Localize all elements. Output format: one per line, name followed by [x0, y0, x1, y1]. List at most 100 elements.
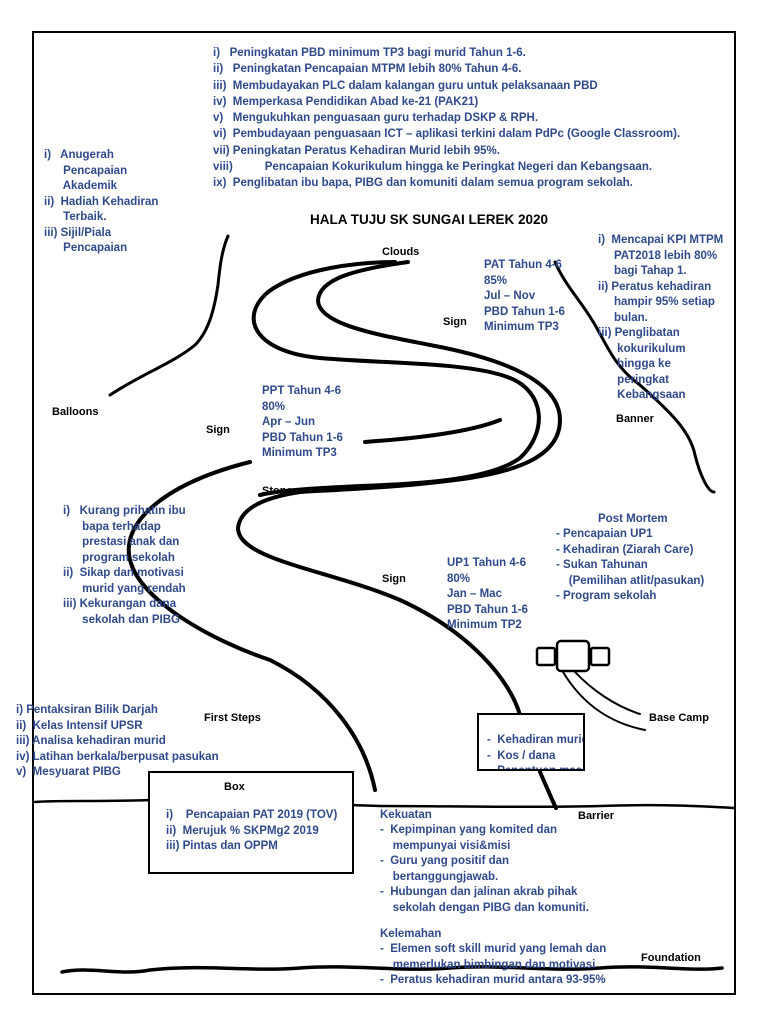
goals-line: vii) Peningkatan Peratus Kehadiran Murid…	[213, 144, 500, 157]
post-mortem-title: Post Mortem	[598, 513, 668, 525]
stones-list: i) Kurang prihatin ibu bapa terhadap pre…	[63, 504, 186, 628]
base-camp-pointer-1	[562, 671, 646, 731]
sign-top-text-line: PBD Tahun 1-6	[484, 305, 565, 318]
banner-text-line: ii) Peratus kehadiran	[598, 280, 712, 293]
stones-text-line: bapa terhadap	[63, 520, 161, 533]
kekuatan-items-line: - Hubungan dan jalinan akrab pihak	[380, 886, 578, 898]
goals-line: iv) Memperkasa Pendidikan Abad ke-21 (PA…	[213, 95, 479, 108]
balloons-text-line: Terbaik.	[44, 211, 107, 223]
banner-text-line: bulan.	[598, 311, 648, 324]
label-balloons: Balloons	[52, 406, 99, 418]
river-outer-bank	[251, 260, 541, 497]
box-text-line: iii) Pintas dan OPPM	[166, 840, 278, 852]
base-camp-pointer-2	[574, 671, 641, 715]
label-stones: Stones	[262, 485, 299, 497]
sign-top-text-line: 85%	[484, 274, 508, 287]
banner-text-line: hampir 95% setiap	[598, 296, 715, 308]
stones-text-line: program sekolah	[63, 551, 175, 564]
label-first-steps: First Steps	[204, 712, 261, 724]
sign-middle-text-line: Minimum TP3	[262, 447, 337, 459]
sign-bottom-text-line: 80%	[447, 572, 471, 585]
banner-text-line: Kebangsaan	[598, 389, 686, 401]
stones-text-line: murid yang rendah	[63, 582, 186, 595]
kelemahan-items-line: - Elemen soft skill murid yang lemah dan	[380, 943, 607, 955]
base-camp-list: - Kehadiran murid- Kos / dana- Penentuan…	[487, 733, 585, 769]
label-sign-bottom: Sign	[382, 573, 406, 585]
banner-text-line: i) Mencapai KPI MTPM	[598, 234, 724, 246]
sign-middle-text-line: PPT Tahun 4-6	[262, 385, 342, 397]
box-list: i) Pencapaian PAT 2019 (TOV) ii) Merujuk …	[166, 808, 337, 855]
box-container: Box i) Pencapaian PAT 2019 (TOV) ii) Meru…	[148, 771, 354, 874]
first-steps-text-line: v) Mesyuarat PIBG	[16, 766, 121, 778]
kekuatan-items-line: - Kepimpinan yang komited dan	[380, 824, 557, 836]
goals-line: ii) Peningkatan Pencapaian MTPM lebih 80…	[213, 63, 522, 76]
foundation-line	[60, 965, 724, 974]
balloons-text-line: i) Anugerah	[44, 149, 114, 161]
goals-line: viii) Pencapaian Kokurikulum hingga ke P…	[213, 161, 653, 174]
banner-text-line: bagi Tahap 1.	[598, 265, 687, 277]
stones-text-line: sekolah dan PIBG	[63, 613, 180, 626]
page-title: HALA TUJU SK SUNGAI LEREK 2020	[310, 212, 549, 227]
kekuatan-title: Kekuatan	[380, 809, 432, 821]
trail-barrier-line	[538, 770, 558, 810]
box-text-line: i) Pencapaian PAT 2019 (TOV)	[166, 809, 338, 821]
stones-text-line: prestasi anak dan	[63, 536, 180, 548]
barrier-ground-line	[33, 798, 736, 810]
sign-middle-text-line: Apr – Jun	[262, 416, 316, 428]
label-sign-middle: Sign	[206, 424, 230, 436]
box-text-line: ii) Merujuk % SKPMg2 2019	[166, 824, 319, 837]
post-mortem-items-line: - Sukan Tahunan	[556, 559, 648, 571]
kelemahan-list: - Elemen soft skill murid yang lemah dan…	[380, 942, 606, 989]
label-base-camp: Base Camp	[649, 712, 709, 724]
goals-line: vi) Pembudayaan penguasaan ICT – aplikas…	[213, 128, 681, 141]
balloons-text-line: Akademik	[44, 180, 118, 192]
goals-list: i) Peningkatan PBD minimum TP3 bagi muri…	[213, 45, 680, 192]
kekuatan-list: - Kepimpinan yang komited dan mempunyai …	[380, 823, 589, 916]
sign-top-text-line: Minimum TP3	[484, 321, 559, 333]
sign-top-text-line: PAT Tahun 4-6	[484, 259, 562, 271]
mountain-left-line	[108, 234, 230, 397]
box-label: Box	[224, 781, 245, 793]
base-camp-text-line: - Kos / dana	[487, 749, 556, 762]
goals-line: ix) Penglibatan ibu bapa, PIBG dan komun…	[213, 177, 633, 190]
mountain-right-line	[553, 260, 716, 494]
base-camp-text-line: - Kehadiran murid	[487, 734, 585, 746]
banner-text-line: hingga ke	[598, 358, 671, 370]
banner-text-line: iii) Penglibatan	[598, 327, 680, 339]
sign-bottom-text-line: Jan – Mac	[447, 588, 502, 600]
first-steps-text-line: iv) Latihan berkala/berpusat pasukan	[16, 750, 219, 763]
balloons-text-line: ii) Hadiah Kehadiran	[44, 195, 159, 208]
goals-line: v) Mengukuhkan penguasaan guru terhadap …	[213, 112, 539, 125]
label-barrier: Barrier	[578, 810, 615, 822]
satellite-icon	[535, 639, 611, 673]
goals-line: iii) Membudayakan PLC dalam kalangan gur…	[213, 79, 598, 92]
banner-text-line: kokurikulum	[598, 342, 686, 355]
banner-text-line: peringkat	[598, 373, 669, 386]
kekuatan-items-line: bertanggungjawab.	[380, 870, 499, 883]
stones-text-line: iii) Kekurangan dana	[63, 598, 177, 610]
post-mortem-items-line: - Program sekolah	[556, 590, 657, 602]
kekuatan-items-line: - Guru yang positif dan	[380, 855, 510, 867]
kekuatan-items-line: sekolah dengan PIBG dan komuniti.	[380, 901, 589, 914]
stones-text-line: i) Kurang prihatin ibu	[63, 505, 186, 517]
balloons-text-line: Pencapaian	[44, 164, 128, 177]
banner-list: i) Mencapai KPI MTPM PAT2018 lebih 80% b…	[598, 233, 723, 404]
river-mid-line	[363, 418, 502, 444]
label-sign-top: Sign	[443, 316, 467, 328]
post-mortem-items-line: - Kehadiran (Ziarah Care)	[556, 543, 694, 556]
post-mortem-items-line: (Pemilihan atlit/pasukan)	[556, 574, 705, 587]
sign-top-text-line: Jul – Nov	[484, 290, 536, 302]
sign-middle-text-line: PBD Tahun 1-6	[262, 431, 343, 444]
balloons-text-line: iii) Sijil/Piala	[44, 226, 112, 239]
kelemahan-title: Kelemahan	[380, 928, 442, 940]
trail-left-line	[126, 460, 377, 792]
first-steps-text-line: ii) Kelas Intensif UPSR	[16, 719, 143, 732]
label-foundation: Foundation	[641, 952, 701, 964]
page-frame	[32, 31, 736, 995]
banner-text-line: PAT2018 lebih 80%	[598, 249, 718, 262]
label-clouds: Clouds	[382, 246, 420, 258]
